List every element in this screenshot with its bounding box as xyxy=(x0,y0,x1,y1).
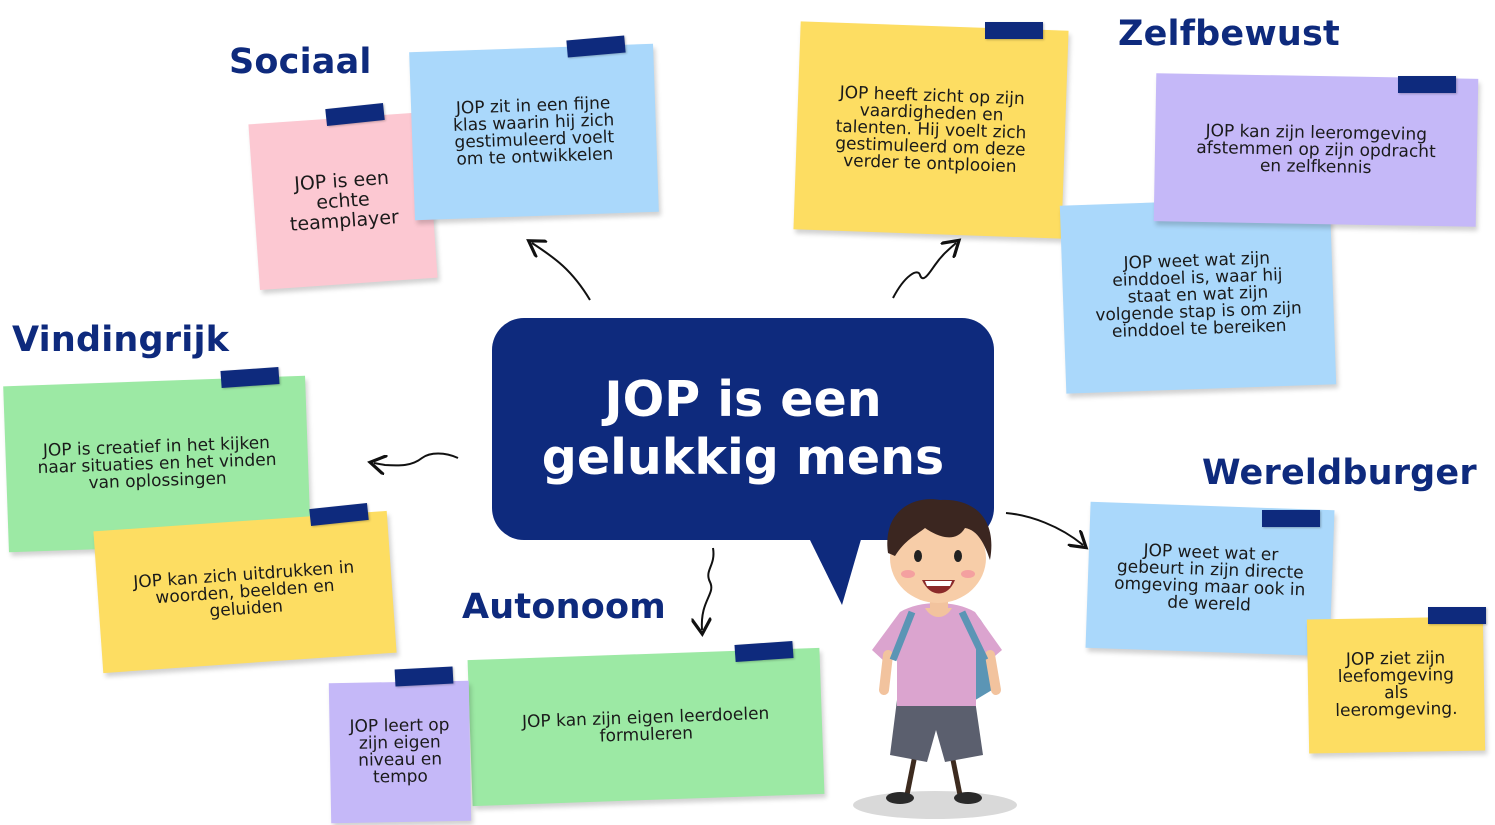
heading-autonoom: Autonoom xyxy=(462,587,666,627)
heading-zelfbewust: Zelfbewust xyxy=(1118,14,1340,54)
tape xyxy=(1398,76,1456,93)
center-speech-bubble: JOP is een gelukkig mens xyxy=(492,318,994,540)
center-title: JOP is een gelukkig mens xyxy=(533,371,953,487)
heading-vindingrijk: Vindingrijk xyxy=(12,320,230,360)
arrow-autonoom xyxy=(702,547,715,630)
heading-sociaal: Sociaal xyxy=(229,42,372,82)
arrow-wereldburger xyxy=(1005,512,1083,545)
center-title-line2: gelukkig mens xyxy=(541,429,945,486)
arrow-vindingrijk xyxy=(374,452,459,466)
heading-wereldburger: Wereldburger xyxy=(1202,453,1477,493)
tape xyxy=(1262,510,1320,527)
center-title-line1: JOP is een xyxy=(604,371,882,428)
arrow-zelfbewust xyxy=(892,243,956,299)
arrow-sociaal xyxy=(532,243,591,301)
tape xyxy=(1428,607,1486,624)
tape xyxy=(985,22,1043,39)
